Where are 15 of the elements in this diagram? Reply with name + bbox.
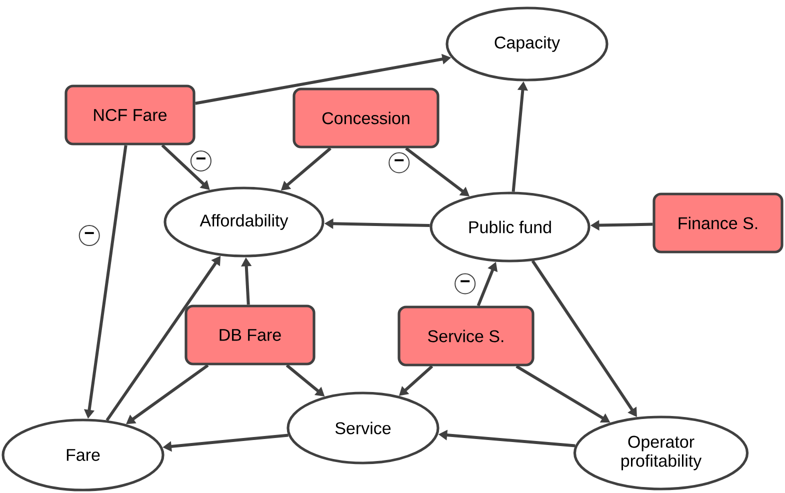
factor-box: DB Fare (184, 304, 316, 366)
factor-box: Concession (292, 88, 440, 148)
minus-sign: − (78, 225, 100, 246)
ellipse-node: Capacity (446, 6, 608, 82)
factor-box: NCF Fare (64, 84, 196, 146)
ellipse-node: Affordability (164, 186, 324, 258)
ellipse-node: Service (286, 392, 440, 464)
minus-sign: − (454, 273, 476, 294)
minus-sign: − (388, 152, 410, 174)
ellipse-node: Operator profitability (573, 416, 749, 490)
minus-sign: − (190, 150, 212, 172)
ellipse-node: Public fund (430, 192, 590, 262)
factor-box: Finance S. (652, 192, 784, 254)
factor-box: Service S. (398, 306, 534, 366)
ellipse-node: Fare (2, 418, 164, 492)
